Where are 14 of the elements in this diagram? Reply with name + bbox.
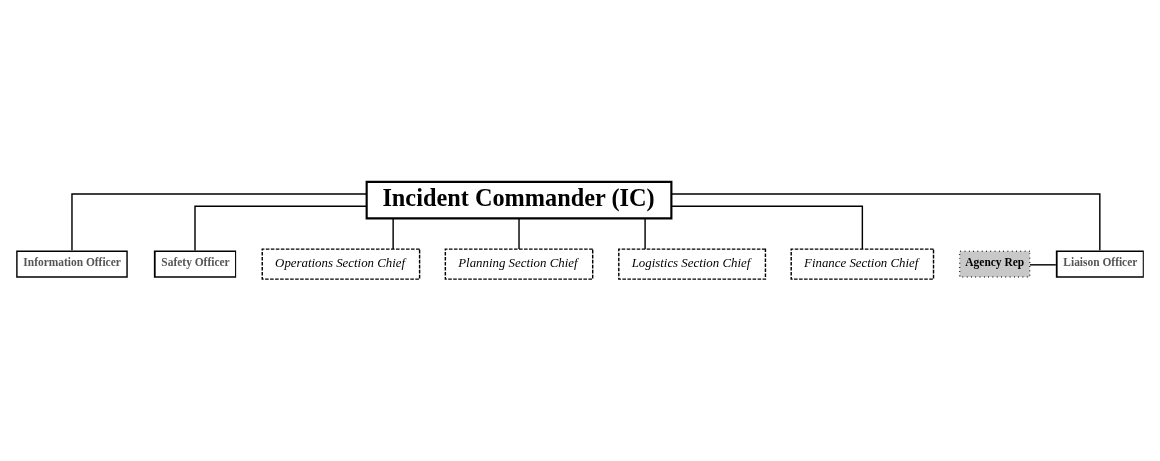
connector — [644, 217, 646, 250]
connector — [670, 205, 864, 250]
connector — [71, 193, 368, 251]
connector — [518, 217, 520, 250]
connector — [392, 217, 394, 250]
node-box: Planning Section Chief — [444, 248, 594, 280]
node-box: Logistics Section Chief — [618, 248, 767, 280]
node-box: Agency Rep — [958, 250, 1031, 278]
connector — [1029, 264, 1057, 266]
connector — [670, 193, 1101, 251]
connector — [194, 205, 368, 252]
node-box: Operations Section Chief — [261, 248, 421, 280]
node-box: Finance Section Chief — [790, 248, 935, 280]
node-box: Incident Commander (IC) — [365, 180, 673, 220]
